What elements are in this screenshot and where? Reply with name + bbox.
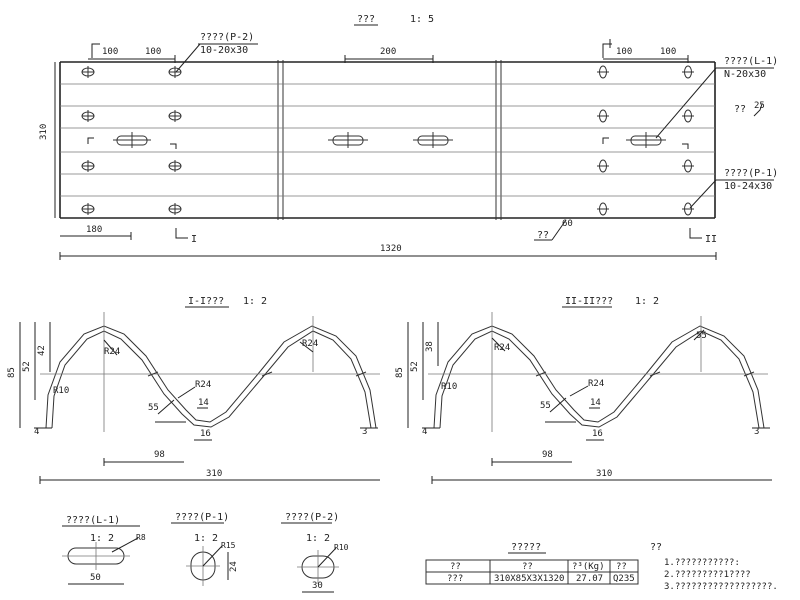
label-p2-spec: 10-20x30 bbox=[200, 45, 248, 56]
s2-angle-55: 55 bbox=[540, 401, 551, 411]
table-header-3: ?³(Kg) bbox=[572, 562, 605, 572]
detail-p2: ????(P-2) 1: 2 R10 30 bbox=[281, 512, 349, 593]
label-l1-spec: N-20x30 bbox=[724, 69, 766, 80]
note-angle-bottom: ?? bbox=[537, 230, 549, 241]
section-mark-2: II bbox=[705, 234, 717, 245]
note-line-3: 3.??????????????????. bbox=[664, 582, 778, 592]
s1-dim-42: 42 bbox=[37, 345, 47, 356]
dim-200: 200 bbox=[380, 47, 396, 57]
s1-dim-3: 3 bbox=[362, 427, 367, 437]
table-title: ????? bbox=[511, 542, 541, 553]
notes-title: ?? bbox=[650, 542, 662, 553]
angle-25: 25 bbox=[754, 101, 765, 111]
note-angle: ?? bbox=[734, 104, 746, 115]
detail-p1-title: ????(P-1) bbox=[175, 512, 229, 523]
s2-r55: 55 bbox=[696, 331, 707, 341]
s2-dim-310: 310 bbox=[596, 469, 612, 479]
material-table: ????? ?? ?? ?³(Kg) ?? ??? 310X85X3X1320 … bbox=[425, 542, 639, 585]
s1-dim-52: 52 bbox=[22, 361, 32, 372]
dim-1320: 1320 bbox=[380, 244, 402, 254]
dim-100-c: 100 bbox=[616, 47, 632, 57]
s2-dim-85: 85 bbox=[395, 367, 405, 378]
s2-dim-38: 38 bbox=[425, 341, 435, 352]
angle-60: 60 bbox=[562, 219, 573, 229]
plan-view: ??? 1: 5 bbox=[39, 14, 778, 260]
s1-r24-b: R24 bbox=[195, 380, 211, 390]
hole-pattern-middle bbox=[328, 132, 453, 148]
detail-p1-h: 24 bbox=[229, 561, 239, 572]
s1-dim-85: 85 bbox=[7, 367, 17, 378]
table-header-2: ?? bbox=[522, 562, 533, 572]
section-ii-title: II-II??? bbox=[565, 296, 613, 307]
dim-100-d: 100 bbox=[660, 47, 676, 57]
detail-l1-r: R8 bbox=[136, 533, 146, 542]
s2-r24-b: R24 bbox=[588, 379, 604, 389]
s2-dim-98: 98 bbox=[542, 450, 553, 460]
notes: ?? 1.???????????: 2.?????????1???? 3.???… bbox=[650, 542, 778, 592]
s1-angle-55: 55 bbox=[148, 403, 159, 413]
s1-r10: R10 bbox=[53, 386, 69, 396]
detail-p2-w: 30 bbox=[312, 581, 323, 591]
label-p1-spec: 10-24x30 bbox=[724, 181, 772, 192]
detail-p1-scale: 1: 2 bbox=[194, 533, 218, 544]
section-i-scale: 1: 2 bbox=[243, 296, 267, 307]
s2-dim-14: 14 bbox=[590, 398, 601, 408]
section-mark-1: I bbox=[191, 234, 197, 245]
detail-l1-w: 50 bbox=[90, 573, 101, 583]
dim-180: 180 bbox=[86, 225, 102, 235]
section-i-view: I-I??? 1: 2 85 52 42 R24 R10 4 R24 55 14… bbox=[7, 296, 380, 484]
table-header-1: ?? bbox=[450, 562, 461, 572]
note-line-1: 1.???????????: bbox=[664, 558, 740, 568]
dim-100-b: 100 bbox=[145, 47, 161, 57]
detail-l1: ????(L-1) 1: 2 R8 50 bbox=[62, 515, 146, 585]
s2-dim-52: 52 bbox=[410, 361, 420, 372]
note-line-2: 2.?????????1???? bbox=[664, 570, 751, 580]
s2-dim-4: 4 bbox=[422, 427, 427, 437]
label-p2: ????(P-2) bbox=[200, 32, 254, 43]
s1-r24-a: R24 bbox=[104, 347, 120, 357]
s1-dim-14: 14 bbox=[198, 398, 209, 408]
label-l1: ????(L-1) bbox=[724, 56, 778, 67]
section-ii-view: II-II??? 1: 2 85 52 38 R24 R10 4 R24 55 … bbox=[395, 296, 772, 484]
detail-p2-title: ????(P-2) bbox=[285, 512, 339, 523]
dim-100-a: 100 bbox=[102, 47, 118, 57]
plan-scale: 1: 5 bbox=[410, 14, 434, 25]
detail-l1-title: ????(L-1) bbox=[66, 515, 120, 526]
detail-p2-r: R10 bbox=[334, 543, 349, 552]
s2-dim-16: 16 bbox=[592, 429, 603, 439]
hole-pattern-right bbox=[597, 65, 694, 216]
table-cell-2: 310X85X3X1320 bbox=[494, 574, 564, 584]
s2-dim-3: 3 bbox=[754, 427, 759, 437]
detail-p2-scale: 1: 2 bbox=[306, 533, 330, 544]
s1-dim-16: 16 bbox=[200, 429, 211, 439]
section-ii-scale: 1: 2 bbox=[635, 296, 659, 307]
hole-pattern-left bbox=[81, 66, 182, 215]
table-cell-1: ??? bbox=[447, 574, 463, 584]
s1-dim-310: 310 bbox=[206, 469, 222, 479]
table-header-4: ?? bbox=[616, 562, 627, 572]
detail-p1-r: R15 bbox=[221, 541, 236, 550]
detail-l1-scale: 1: 2 bbox=[90, 533, 114, 544]
dim-310-plan: 310 bbox=[39, 124, 49, 140]
table-cell-4: Q235 bbox=[613, 574, 635, 584]
plan-title: ??? bbox=[357, 14, 375, 25]
s1-dim-4: 4 bbox=[34, 427, 39, 437]
s1-r24-c: R24 bbox=[302, 339, 318, 349]
table-cell-3: 27.07 bbox=[576, 574, 603, 584]
label-p1: ????(P-1) bbox=[724, 168, 778, 179]
detail-p1: ????(P-1) 1: 2 R15 24 bbox=[171, 512, 239, 586]
section-i-title: I-I??? bbox=[188, 296, 224, 307]
s2-r10: R10 bbox=[441, 382, 457, 392]
s1-dim-98: 98 bbox=[154, 450, 165, 460]
